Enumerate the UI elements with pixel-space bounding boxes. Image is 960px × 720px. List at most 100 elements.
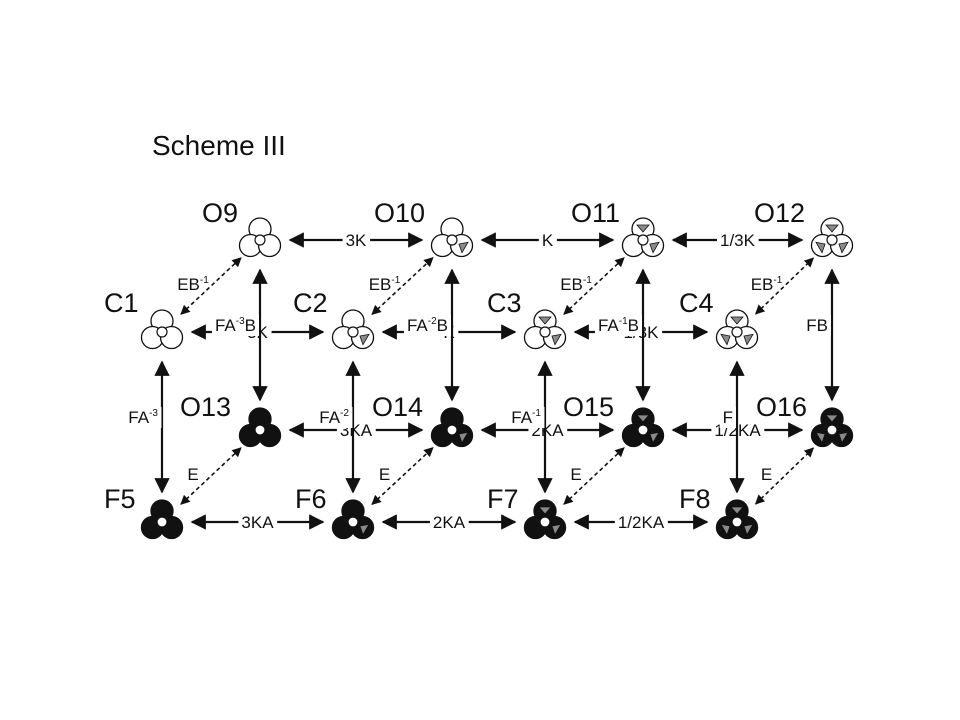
node-c3: C3 — [487, 288, 567, 350]
edge-label: K — [542, 231, 554, 250]
edge-label: FA-2B — [407, 316, 448, 335]
edge-label: 3KA — [241, 513, 274, 532]
bound-ligand-marker — [649, 431, 660, 444]
bound-ligand-marker — [825, 414, 839, 423]
edge-c3-f7: FA-1 — [508, 360, 553, 494]
edge-label-text: 1/2KA — [618, 513, 665, 532]
node-o13: O13 — [180, 392, 282, 448]
edge-c4-o12: EB-1 — [751, 257, 815, 315]
edge-f8-o16: E — [754, 447, 815, 505]
edge-label-text: EB — [369, 275, 392, 294]
edge-label: E — [187, 465, 198, 484]
edge-label: FA-1B — [598, 316, 639, 335]
node-f8: F8 — [679, 484, 759, 540]
edge-label-background — [594, 315, 642, 336]
edge-label-text: FA — [128, 408, 149, 427]
edge-label-superscript: -1 — [619, 316, 628, 327]
bound-ligand-marker — [538, 506, 552, 515]
edge-label-background — [316, 407, 353, 428]
node-center — [637, 424, 649, 436]
node-center — [446, 424, 458, 436]
node-label: O9 — [202, 198, 238, 228]
node-center — [347, 326, 359, 338]
node-f7: F7 — [487, 484, 567, 540]
edge-c1-f5: FA-3 — [125, 360, 170, 494]
bound-ligand-marker — [720, 523, 731, 536]
edge-label: FA-2 — [319, 408, 349, 427]
bound-ligand-marker — [743, 333, 754, 346]
edge-label-text: 1/3K — [720, 231, 756, 250]
node-o10: O10 — [374, 198, 474, 258]
edge-label-text: FB — [806, 316, 828, 335]
edge-label-text: E — [187, 465, 198, 484]
edge-label-text: FA — [511, 408, 532, 427]
edge-label-superscript: -1 — [532, 408, 541, 419]
node-c1: C1 — [104, 288, 184, 350]
bound-ligand-marker — [359, 333, 370, 346]
bound-ligand-marker — [538, 316, 552, 325]
edge-label-background — [211, 315, 259, 336]
edge-label-background — [125, 407, 162, 428]
edges-layer: 3KK1/3K3KK1/3K3KA2KA1/2KA3KA2KA1/2KAFA-3… — [125, 230, 840, 533]
edge-label-superscript: -3 — [236, 316, 245, 327]
bound-ligand-marker — [730, 506, 744, 515]
edge-label-text: F — [723, 408, 733, 427]
edge-label: 1/2KA — [618, 513, 665, 532]
edge-label-text: E — [570, 465, 581, 484]
edge-label-text: FA — [407, 316, 428, 335]
node-center — [539, 516, 551, 528]
bound-ligand-marker — [838, 431, 849, 444]
edge-o9-o13: FA-3B — [211, 268, 268, 402]
bound-ligand-marker — [636, 224, 650, 233]
edge-label-superscript: -1 — [200, 275, 209, 286]
bound-ligand-marker — [636, 414, 650, 423]
node-label: C4 — [679, 288, 714, 318]
edge-label: FA-1 — [511, 408, 541, 427]
edge-f5-o13: E — [180, 447, 242, 505]
edge-c3-o11: EB-1 — [560, 257, 625, 315]
edge-label-background — [508, 407, 545, 428]
edge-label: E — [379, 465, 390, 484]
bound-ligand-marker — [815, 431, 826, 444]
edge-f6-o14: E — [371, 447, 434, 505]
edge-label-superscript: -1 — [391, 275, 400, 286]
edge-label-suffix: B — [245, 316, 256, 335]
node-center — [254, 234, 266, 246]
edge-label-text: FA — [215, 316, 236, 335]
edge-f7-f8: 1/2KA — [573, 512, 709, 533]
bound-ligand-marker — [743, 523, 754, 536]
edge-label-text: FA — [598, 316, 619, 335]
edge-label-superscript: -1 — [583, 275, 592, 286]
bound-ligand-marker — [730, 316, 744, 325]
edge-o10-o11: K — [480, 230, 615, 251]
edge-c2-o10: EB-1 — [369, 257, 434, 315]
edge-label-text: 3KA — [241, 513, 274, 532]
edge-label: EB-1 — [369, 275, 401, 294]
edge-label-text: EB — [177, 275, 200, 294]
edge-label-text: E — [761, 465, 772, 484]
edge-o11-o12: 1/3K — [671, 230, 804, 251]
edge-label-text: 2KA — [433, 513, 466, 532]
node-label: O10 — [374, 198, 425, 228]
node-label: O16 — [756, 392, 807, 422]
edge-label: FA-3B — [215, 316, 256, 335]
edge-label-background — [614, 512, 668, 533]
edge-label-text: E — [379, 465, 390, 484]
node-label: F7 — [487, 484, 519, 514]
edge-label-suffix: B — [437, 316, 448, 335]
node-o14: O14 — [372, 392, 474, 448]
node-o12: O12 — [754, 198, 854, 258]
edge-label-background — [403, 315, 451, 336]
bound-ligand-marker — [649, 241, 660, 254]
node-center — [156, 326, 168, 338]
node-label: O13 — [180, 392, 231, 422]
node-label: C1 — [104, 288, 139, 318]
edge-f6-f7: 2KA — [381, 512, 517, 533]
edge-label-background — [429, 512, 469, 533]
edge-arrow — [754, 257, 815, 315]
node-o9: O9 — [202, 198, 282, 258]
node-o16: O16 — [756, 392, 854, 448]
bound-ligand-marker — [551, 333, 562, 346]
edge-o9-o10: 3K — [288, 230, 424, 251]
